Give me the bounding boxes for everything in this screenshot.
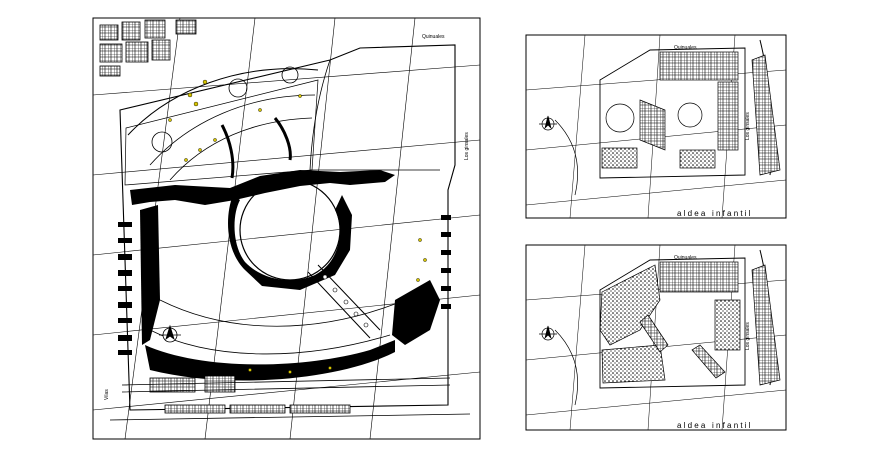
plan-b-housing-block <box>659 261 739 293</box>
main-street-top: Quinuales <box>422 34 445 40</box>
central-plaza <box>239 179 341 281</box>
main-street-right: Los ginsales <box>464 132 470 160</box>
plan-b-street-right: Los ginsales <box>745 322 751 350</box>
plan-a-caption: aldea infantil <box>677 209 753 218</box>
diagonal-walk <box>307 264 381 339</box>
plan-a-north-arrow-icon <box>539 115 557 131</box>
plan-b-frame <box>525 244 787 431</box>
plan-b-north-arrow-icon <box>539 325 557 341</box>
left-tree-rows <box>118 205 160 355</box>
tree-markers <box>168 79 427 374</box>
plan-b-tree-mass <box>599 264 661 346</box>
site-plan-b: Quinuales Los ginsales aldea infantil <box>525 244 787 431</box>
plan-a-frame <box>525 34 787 219</box>
plan-b-street-top: Quinuales <box>674 255 697 261</box>
north-arrow-icon <box>159 324 181 343</box>
right-tree-rows <box>441 215 451 309</box>
main-site-plan: Quinuales Los ginsales Vilas <box>92 17 481 440</box>
planting-arc-outer <box>127 68 319 136</box>
plan-b-caption: aldea infantil <box>677 421 753 430</box>
main-street-bottom-left: Vilas <box>104 389 110 400</box>
site-plan-a: Quinuales Los ginsales aldea infantil <box>525 34 787 219</box>
plan-a-street-top: Quinuales <box>674 45 697 51</box>
bottom-tree-belt <box>145 340 395 381</box>
main-plan-frame <box>92 17 481 440</box>
tree-mass-band <box>130 170 395 205</box>
urban-blocks <box>99 19 197 77</box>
bottom-buildings <box>149 375 351 414</box>
right-tree-cluster <box>392 280 440 345</box>
plaza-ring-trees <box>228 195 352 290</box>
plan-a-street-right: Los ginsales <box>745 112 751 140</box>
plan-a-housing-block <box>659 51 739 81</box>
